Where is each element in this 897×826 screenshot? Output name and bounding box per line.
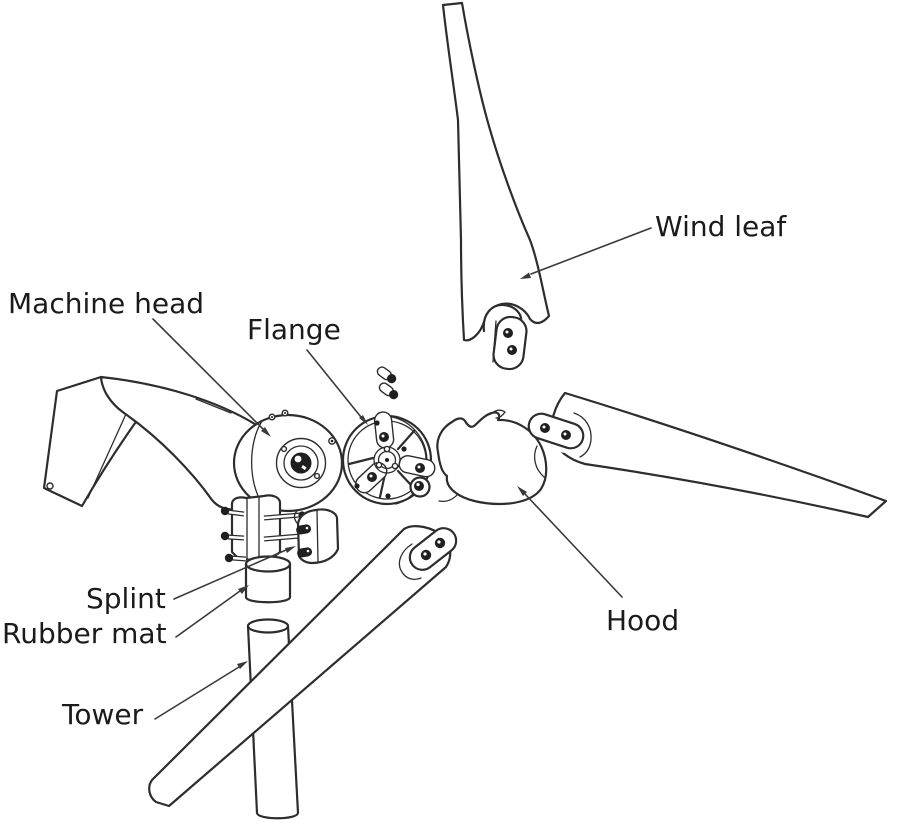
flange-leader-line — [306, 349, 366, 423]
flange-part — [341, 411, 436, 506]
wind-leaf-leader-line — [530, 227, 652, 275]
rubber-mat-label: Rubber mat — [2, 617, 167, 650]
splint-arrowhead — [285, 546, 296, 553]
flange-bolts — [376, 366, 399, 400]
generator-shaft — [275, 437, 327, 489]
hood-part — [436, 409, 548, 506]
rubber-mat-part — [244, 555, 292, 604]
wind-leaf-right — [527, 391, 888, 519]
hood-leader-line — [524, 493, 623, 598]
rubber-mat-arrowhead — [238, 585, 249, 594]
leader-lines — [152, 227, 652, 720]
machine-head-leader-line — [152, 318, 269, 435]
machine-head-label: Machine head — [8, 287, 204, 320]
wind-leaf-label: Wind leaf — [655, 210, 787, 243]
tower-arrowhead — [237, 661, 248, 669]
splint-label: Splint — [86, 582, 166, 615]
splint-leader-line — [173, 549, 287, 600]
tower-label: Tower — [61, 698, 144, 731]
mount-bracket — [230, 494, 282, 561]
wind-leaf-top — [441, 1, 551, 371]
machine-head-body — [99, 375, 260, 511]
splint-clamp — [293, 508, 340, 565]
wind-leaf-arrowhead — [520, 272, 531, 279]
mount-bolts — [220, 506, 247, 563]
labels: Machine head Flange Wind leaf Hood Splin… — [2, 210, 787, 731]
tower-leader-line — [154, 666, 240, 720]
flange-arrowhead — [359, 415, 368, 425]
wind-leaf-bottom-left — [148, 525, 458, 808]
machine-head-arrowhead — [261, 427, 271, 437]
flange-label: Flange — [247, 313, 341, 346]
hood-arrowhead — [517, 486, 527, 496]
rubber-mat-leader-line — [175, 590, 241, 638]
hood-label: Hood — [606, 604, 679, 637]
